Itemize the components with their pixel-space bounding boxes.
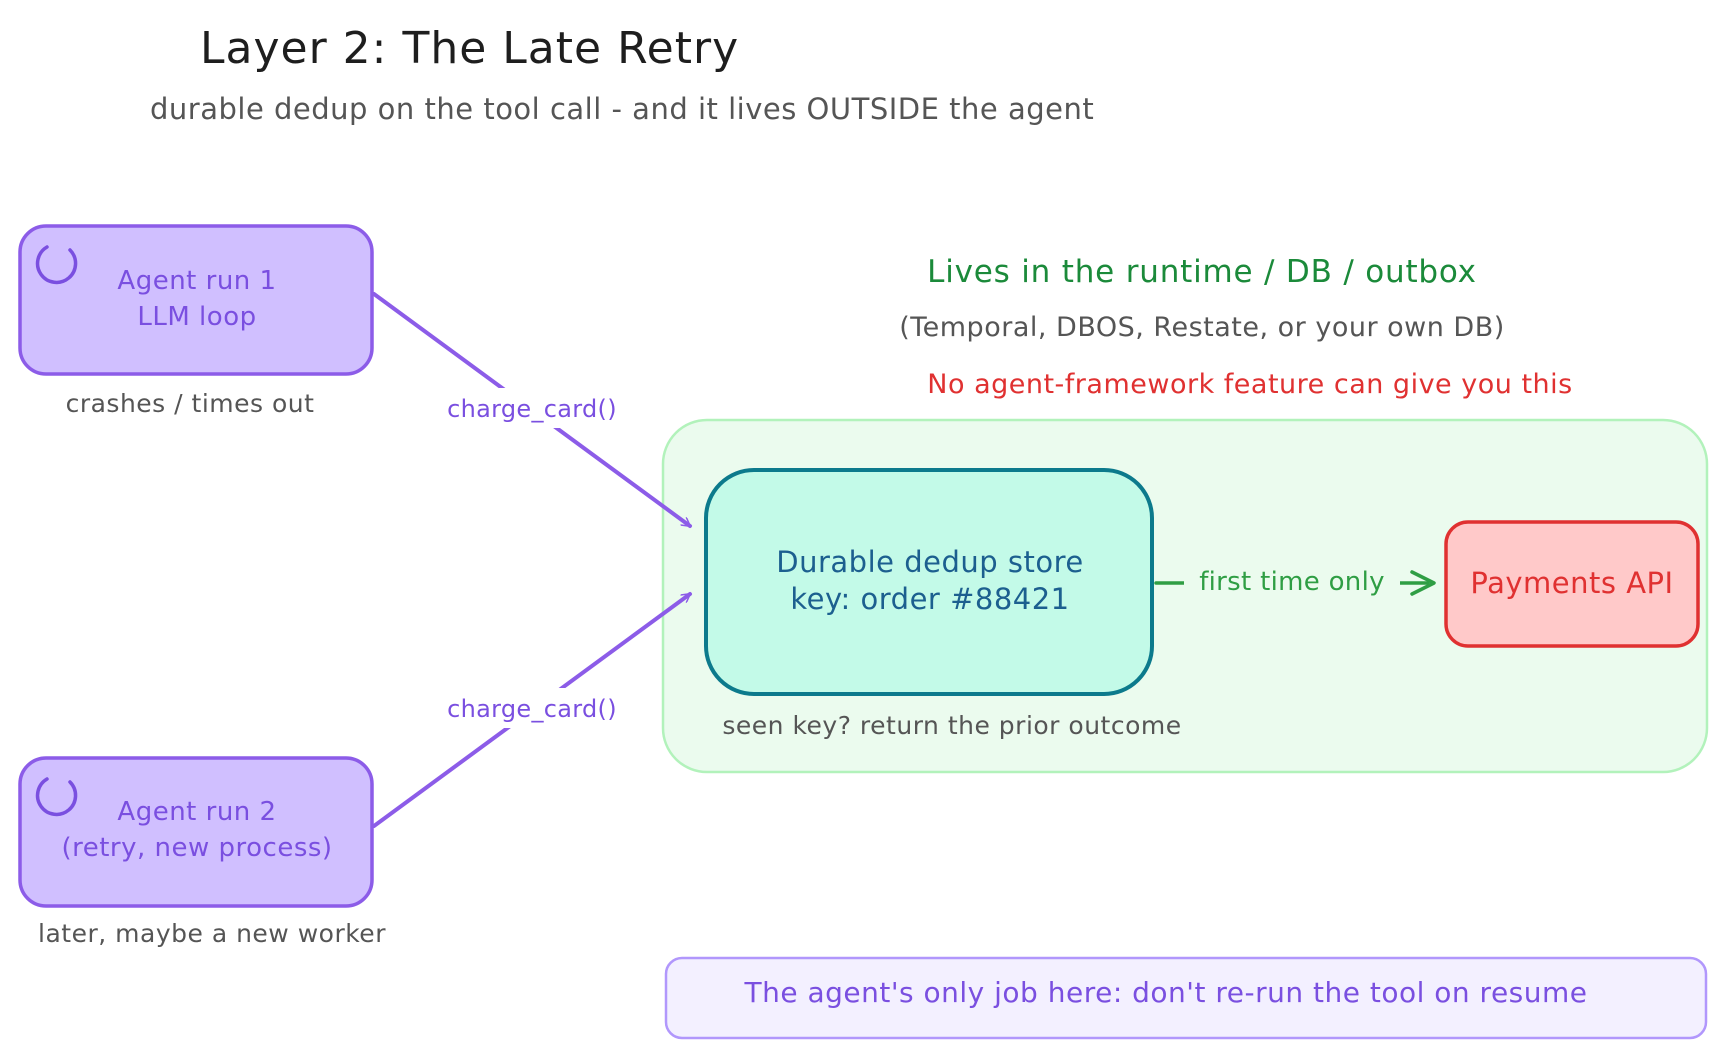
spinner-icon: [35, 777, 78, 817]
edge-label-first-time: first time only: [1199, 567, 1385, 597]
page-subtitle: durable dedup on the tool call - and it …: [150, 92, 1094, 126]
footer-note-text: The agent's only job here: don't re-run …: [743, 976, 1587, 1009]
agent-run-2-subtitle: (retry, new process): [61, 833, 332, 863]
dedup-store-title: Durable dedup store: [776, 545, 1083, 579]
edge-label-bg-3: [1184, 560, 1400, 602]
agent-run-2-note: later, maybe a new worker: [38, 919, 386, 948]
edge-label-bg-2: [432, 688, 632, 728]
agent-run-1-box: Agent run 1 LLM loop: [18, 224, 374, 376]
dedup-store-box: Durable dedup store key: order #88421: [704, 468, 1154, 696]
spinner-icon: [35, 245, 78, 285]
runtime-examples: (Temporal, DBOS, Restate, or your own DB…: [899, 312, 1505, 343]
dedup-store-key: key: order #88421: [790, 582, 1069, 616]
payments-api-label: Payments API: [1470, 566, 1673, 600]
dedup-store-note: seen key? return the prior outcome: [722, 711, 1181, 740]
runtime-warning: No agent-framework feature can give you …: [927, 369, 1572, 400]
page-title: Layer 2: The Late Retry: [200, 23, 739, 74]
edge-label-charge-card-1: charge_card(): [447, 395, 617, 423]
edge-label-charge-card-2: charge_card(): [447, 695, 617, 723]
footer-note-box: The agent's only job here: don't re-run …: [664, 956, 1708, 1040]
agent-run-1-note: crashes / times out: [66, 389, 315, 418]
agent-run-1-title: Agent run 1: [117, 266, 276, 296]
edge-label-bg-1: [432, 388, 632, 428]
runtime-heading: Lives in the runtime / DB / outbox: [927, 254, 1477, 290]
arrow-head-green: [1410, 570, 1436, 596]
agent-run-2-title: Agent run 2: [117, 797, 276, 827]
agent-run-2-box: Agent run 2 (retry, new process): [18, 756, 374, 908]
payments-api-box: Payments API: [1444, 520, 1700, 648]
agent-run-1-subtitle: LLM loop: [137, 302, 256, 332]
